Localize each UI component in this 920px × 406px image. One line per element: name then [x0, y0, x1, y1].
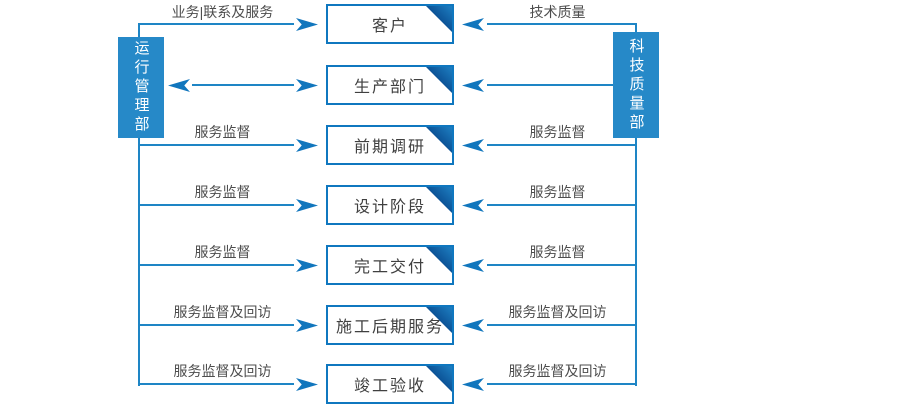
flow-node-label: 客户 [371, 18, 408, 35]
folded-corner-icon [426, 366, 452, 392]
folded-corner-icon [426, 247, 452, 273]
right-trunk-line [635, 138, 637, 386]
connector-line [487, 264, 636, 266]
arrow-right-icon [296, 378, 318, 391]
flow-node-label: 设计阶段 [353, 199, 426, 216]
arrow-right-icon [296, 139, 318, 152]
flow-node: 客户 [326, 4, 454, 44]
arrow-right-icon [296, 18, 318, 31]
connector-line [487, 144, 636, 146]
connector-line [139, 144, 294, 146]
connector-line [139, 204, 294, 206]
flow-node-label: 施工后期服务 [335, 319, 444, 336]
flow-node-label: 完工交付 [353, 259, 426, 276]
edge-label: 服务监督及回访 [173, 304, 272, 320]
dept-box-operations: 运行管理部 [118, 37, 164, 138]
arrow-left-icon [462, 79, 484, 92]
dept-box-quality: 科技质量部 [613, 32, 659, 138]
flow-node-label: 竣工验收 [353, 378, 426, 395]
flow-node: 设计阶段 [326, 185, 454, 225]
connector-line [138, 23, 140, 37]
flow-node: 前期调研 [326, 125, 454, 165]
flow-node: 竣工验收 [326, 364, 454, 404]
connector-line [487, 84, 613, 86]
folded-corner-icon [426, 127, 452, 153]
edge-label: 服务监督 [529, 184, 586, 200]
folded-corner-icon [426, 6, 452, 32]
connector-line [139, 264, 294, 266]
edge-label: 服务监督 [529, 124, 586, 140]
arrow-right-icon [296, 79, 318, 92]
edge-label: 服务监督及回访 [508, 363, 607, 379]
edge-label: 服务监督及回访 [508, 304, 607, 320]
connector-line [487, 383, 636, 385]
connector-line [138, 23, 294, 25]
connector-line [487, 204, 636, 206]
edge-label: 业务|联系及服务 [171, 4, 274, 20]
connector-line [192, 84, 294, 86]
folded-corner-icon [426, 67, 452, 93]
arrow-left-icon [168, 79, 190, 92]
flow-node-label: 前期调研 [353, 139, 426, 156]
folded-corner-icon [426, 187, 452, 213]
flow-node: 施工后期服务 [326, 305, 454, 345]
arrow-right-icon [296, 259, 318, 272]
flow-node: 完工交付 [326, 245, 454, 285]
connector-line [139, 383, 294, 385]
connector-line [635, 23, 637, 32]
flow-node: 生产部门 [326, 65, 454, 105]
flow-node-label: 生产部门 [353, 79, 426, 96]
edge-label: 服务监督 [194, 124, 251, 140]
edge-label: 技术质量 [529, 4, 586, 20]
edge-label: 服务监督 [194, 244, 251, 260]
edge-label: 服务监督 [529, 244, 586, 260]
connector-line [487, 324, 636, 326]
arrow-right-icon [296, 199, 318, 212]
arrow-right-icon [296, 319, 318, 332]
left-trunk-line [138, 138, 140, 386]
connector-line [487, 23, 637, 25]
edge-label: 服务监督 [194, 184, 251, 200]
connector-line [139, 324, 294, 326]
edge-label: 服务监督及回访 [173, 363, 272, 379]
